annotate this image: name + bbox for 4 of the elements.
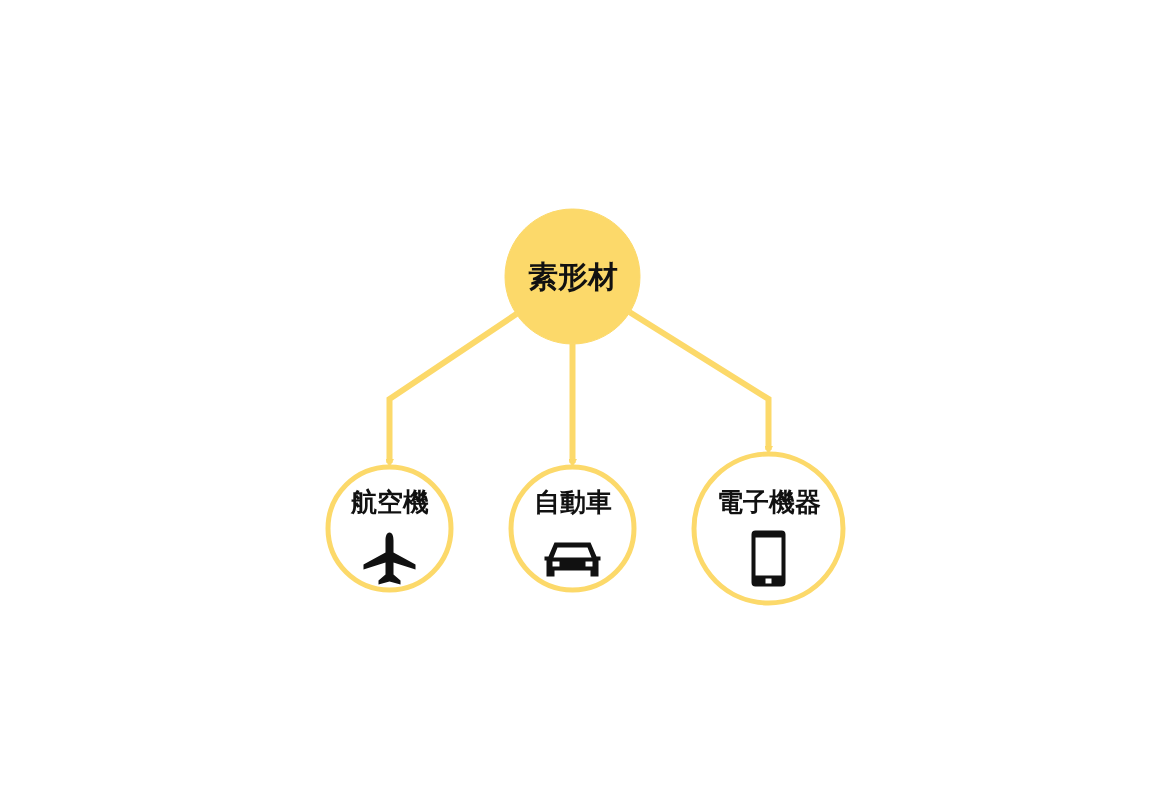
node-circle: 自動車 (508, 464, 636, 593)
node-circle: 素形材 (504, 208, 640, 345)
node-circle: 航空機 (325, 464, 453, 593)
node-circle: 電子機器 (691, 451, 845, 606)
